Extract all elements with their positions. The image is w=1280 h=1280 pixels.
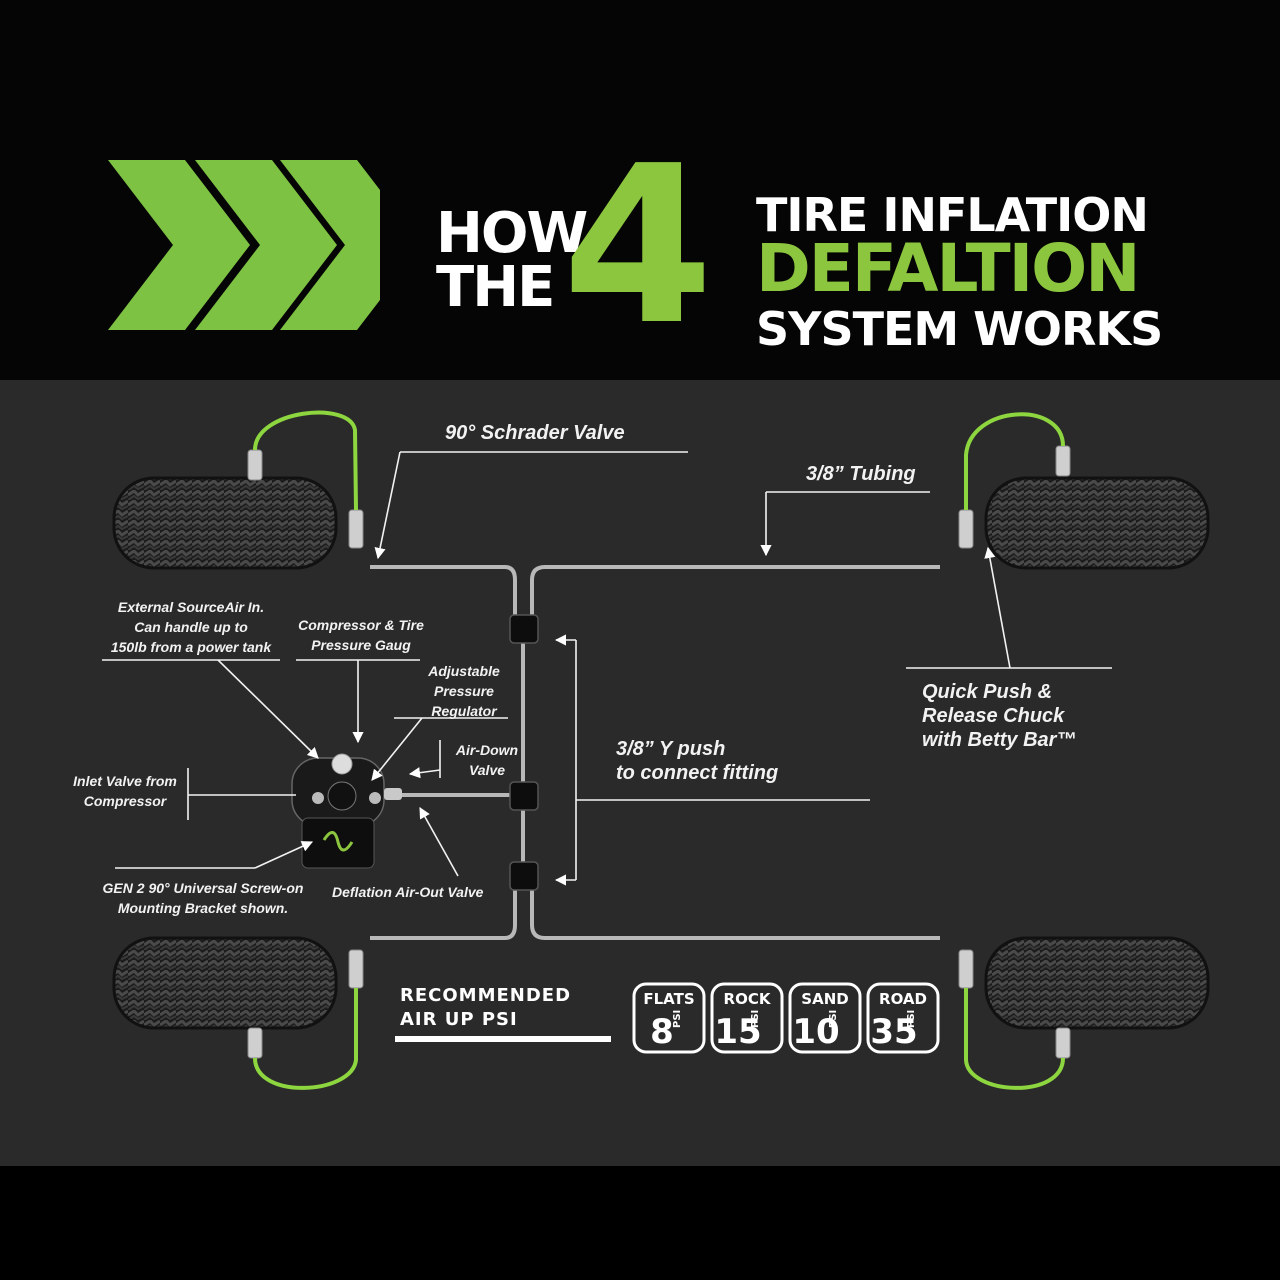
label-compressor-gauge: Compressor & Tire Pressure Gaug — [298, 617, 424, 653]
badge-value: 15 — [714, 1012, 761, 1052]
badge-label: ROAD — [879, 990, 927, 1008]
badge-unit: PSI — [750, 1010, 761, 1028]
tubing-lines — [370, 565, 940, 940]
badge-unit: PSI — [906, 1010, 917, 1028]
badge-value: 8 — [650, 1012, 674, 1052]
badge-label: SAND — [801, 990, 848, 1008]
psi-badge-road: ROAD 35 PSI — [866, 982, 940, 1054]
footer-bar — [0, 1166, 1280, 1280]
label-quick-push: Quick Push & Release Chuck with Betty Ba… — [922, 681, 1077, 751]
label-schrader-valve: 90° Schrader Valve — [445, 422, 625, 444]
header-line3: SYSTEM WORKS — [756, 302, 1163, 356]
header-how: HOW — [436, 201, 588, 266]
label-mounting-bracket: GEN 2 90° Universal Screw-on Mounting Br… — [102, 880, 304, 916]
recommended-underline — [395, 1036, 611, 1042]
header-line1: TIRE INFLATION — [756, 188, 1149, 242]
label-deflation-valve: Deflation Air-Out Valve — [332, 884, 484, 900]
header-four: 4 — [562, 120, 714, 373]
psi-badge-sand: SAND 10 PSI — [788, 982, 862, 1054]
regulator-unit — [291, 753, 402, 869]
badge-unit: PSI — [672, 1010, 683, 1028]
badge-unit: PSI — [828, 1010, 839, 1028]
label-pressure-regulator: Adjustable Pressure Regulator — [428, 663, 500, 719]
badge-value: 10 — [792, 1012, 839, 1052]
y-fittings — [509, 614, 539, 891]
badge-value: 35 — [870, 1012, 917, 1052]
psi-badge-rock: ROCK 15 PSI — [710, 982, 784, 1054]
tire-front-right — [984, 476, 1210, 570]
psi-badge-flats: FLATS 8 PSI — [632, 982, 706, 1054]
badge-label: FLATS — [643, 990, 694, 1008]
chevron-arrows-icon — [108, 160, 380, 330]
label-tubing: 3/8” Tubing — [806, 463, 916, 485]
label-external-source: External SourceAir In. Can handle up to … — [110, 599, 272, 655]
tire-rear-left — [112, 936, 338, 1030]
recommended-title: RECOMMENDED AIR UP PSI — [400, 985, 572, 1030]
logo-icon — [322, 831, 354, 852]
badge-label: ROCK — [724, 990, 772, 1008]
green-hoses — [253, 410, 1065, 1090]
tire-rear-right — [984, 936, 1210, 1030]
label-inlet-valve: Inlet Valve from Compressor — [73, 773, 177, 809]
header-the: THE — [436, 255, 555, 320]
label-air-down-valve: Air-Down Valve — [455, 742, 519, 778]
header-line2: DEFALTION — [756, 230, 1141, 307]
label-y-push: 3/8” Y push to connect fitting — [616, 738, 779, 784]
tire-front-left — [112, 476, 338, 570]
